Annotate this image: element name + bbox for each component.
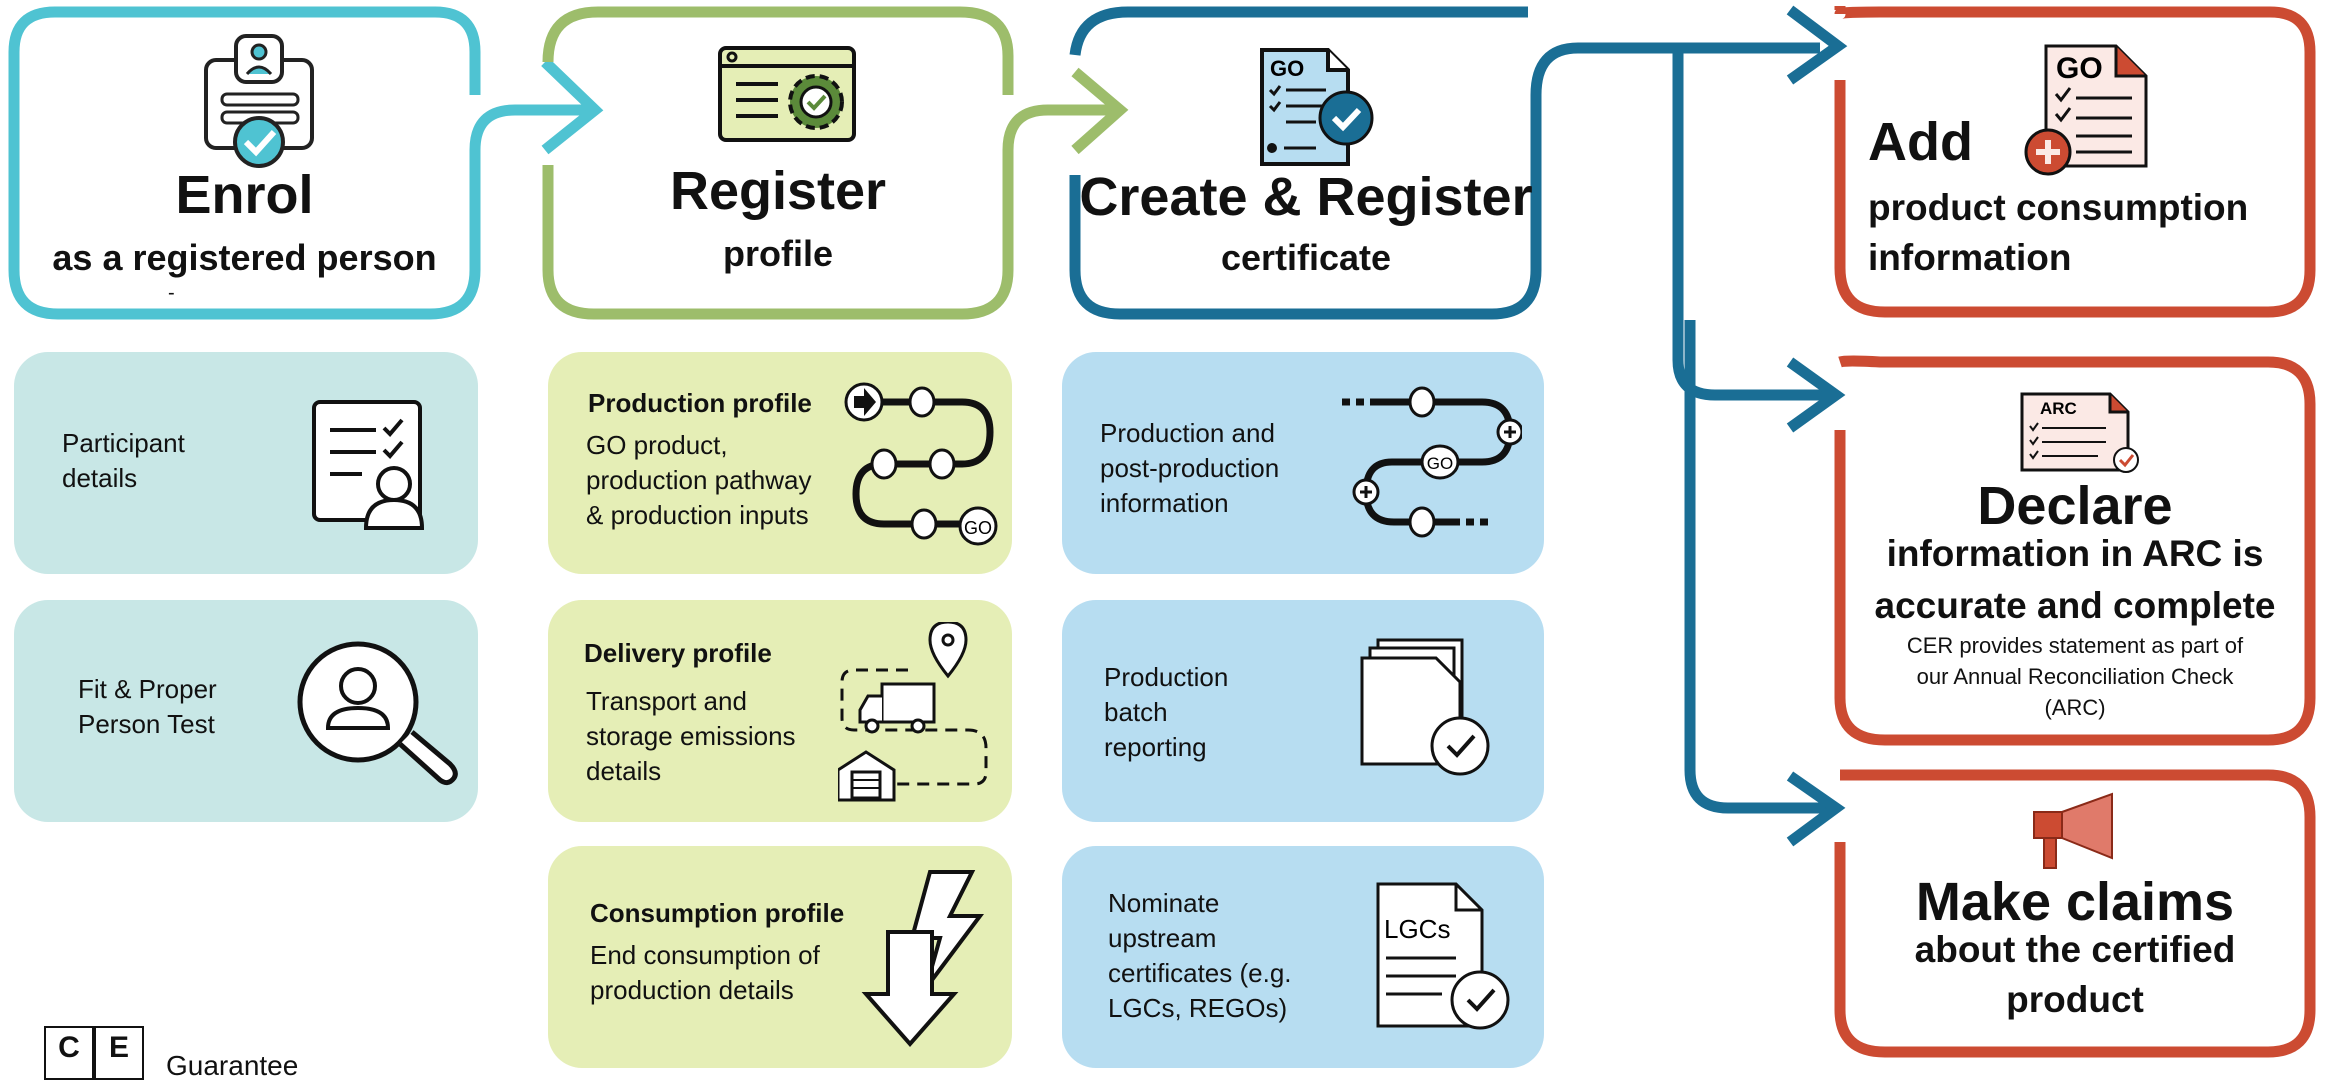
production-info-card: Production and post-production informati… (1062, 352, 1544, 574)
go-document-add-icon: GO (2020, 42, 2150, 178)
declare-title: Declare (1977, 476, 2173, 536)
production-profile-title: Production profile (588, 388, 812, 418)
delivery-profile-title: Delivery profile (584, 638, 772, 668)
claims-line-1: about the certified (1914, 929, 2236, 970)
nominate-line-1: Nominate (1108, 888, 1220, 918)
lightning-arrow-icon (860, 868, 990, 1048)
consumption-profile-line-1: End consumption of (590, 940, 820, 970)
id-card-check-icon (200, 30, 320, 170)
branch-declare (1672, 320, 1830, 401)
batch-line-2: batch (1104, 697, 1168, 727)
declare-note-1: CER provides statement as part of (1906, 633, 2244, 658)
enrol-outline (8, 6, 481, 320)
flow-path-icon-label: GO (1427, 454, 1453, 473)
production-info-line-1: Production and (1100, 418, 1275, 448)
megaphone-icon (2030, 790, 2120, 870)
declare-line-1: information in ARC is (1886, 533, 2264, 574)
batch-reporting-card: Production batch reporting (1062, 600, 1544, 822)
claims-line-2: product (2006, 979, 2144, 1020)
enrol-title: Enrol (175, 165, 314, 225)
add-line-1: product consumption (1868, 187, 2249, 228)
register-title: Register (669, 161, 887, 221)
create-title: Create & Register (1079, 167, 1533, 227)
register-to-create-arrow (1002, 104, 1118, 151)
register-outline (542, 6, 1014, 95)
enrol-arrowhead (541, 58, 604, 155)
folder-check-icon (1356, 636, 1496, 786)
register-subtitle: profile (722, 233, 833, 274)
create-outline-bottom (1069, 42, 1820, 320)
claims-outline (1834, 769, 2316, 1058)
nominate-certificates-card: Nominate upstream certificates (e.g. LGC… (1062, 846, 1544, 1068)
add-arrowhead (1786, 5, 1848, 85)
arc-document-icon: ARC (2018, 390, 2144, 476)
nominate-line-3: certificates (e.g. (1108, 958, 1292, 988)
create-icon-label: GO (1270, 56, 1304, 81)
delivery-profile-line-2: storage emissions (586, 721, 796, 751)
production-profile-line-3: & production inputs (586, 500, 809, 530)
flow-path-icon: GO (1342, 380, 1524, 550)
lgc-icon-label: LGCs (1384, 914, 1450, 944)
fit-proper-card: Fit & Proper Person Test (14, 600, 478, 822)
enrol-mark: - (168, 282, 175, 304)
claims-arrowhead (1786, 771, 1846, 847)
participant-line-2: details (62, 463, 138, 493)
add-outline (1834, 6, 2316, 318)
add-line-2: information (1868, 237, 2072, 278)
truck-route-icon (836, 620, 998, 802)
participant-details-card: Participant details (14, 352, 478, 574)
production-info-line-2: post-production (1100, 453, 1280, 483)
pathway-icon-label: GO (964, 518, 992, 538)
declare-arrowhead (1786, 357, 1846, 433)
browser-gear-icon (716, 44, 858, 144)
consumption-profile-title: Consumption profile (590, 898, 845, 928)
batch-line-1: Production (1104, 662, 1229, 692)
enrol-subtitle: as a registered person (52, 237, 437, 278)
declare-outline (1834, 355, 2316, 746)
pathway-icon: GO (842, 374, 1002, 554)
logo-text: Guarantee (166, 1050, 299, 1081)
add-title: Add (1868, 112, 1973, 172)
lgc-document-icon: LGCs (1372, 880, 1512, 1040)
go-certificate-check-icon: GO (1256, 44, 1376, 170)
nominate-line-2: upstream (1108, 923, 1217, 953)
magnifier-person-icon (292, 636, 462, 786)
delivery-profile-line-1: Transport and (586, 686, 747, 716)
logo-letter-e: E (94, 1026, 144, 1080)
logo-letter-c: C (44, 1026, 94, 1080)
declare-note-3: (ARC) (2044, 695, 2106, 720)
arc-icon-label: ARC (2040, 399, 2077, 418)
delivery-profile-line-3: details (586, 756, 662, 786)
declare-line-2: accurate and complete (1874, 585, 2276, 626)
production-profile-card: Production profile GO product, productio… (548, 352, 1012, 574)
fit-proper-line-2: Person Test (78, 709, 215, 739)
consumption-profile-card: Consumption profile End consumption of p… (548, 846, 1012, 1068)
claims-title: Make claims (1915, 872, 2235, 932)
add-icon-label: GO (2056, 52, 2103, 85)
fit-proper-line-1: Fit & Proper (78, 674, 217, 704)
enrol-to-register-arrow (469, 104, 590, 151)
production-profile-line-1: GO product, (586, 430, 728, 460)
declare-note-2: our Annual Reconciliation Check (1916, 664, 2234, 689)
branch-claims (1684, 320, 1830, 814)
batch-line-3: reporting (1104, 732, 1207, 762)
production-profile-line-2: production pathway (586, 465, 812, 495)
production-info-line-3: information (1100, 488, 1229, 518)
create-outline (1069, 6, 1528, 56)
participant-line-1: Participant (62, 428, 185, 458)
consumption-profile-line-2: production details (590, 975, 794, 1005)
create-subtitle: certificate (1220, 237, 1392, 278)
checklist-person-icon (296, 396, 436, 536)
nominate-line-4: LGCs, REGOs) (1108, 993, 1288, 1023)
register-arrowhead (1071, 67, 1129, 155)
delivery-profile-card: Delivery profile Transport and storage e… (548, 600, 1012, 822)
register-outline-bottom (542, 150, 1014, 320)
